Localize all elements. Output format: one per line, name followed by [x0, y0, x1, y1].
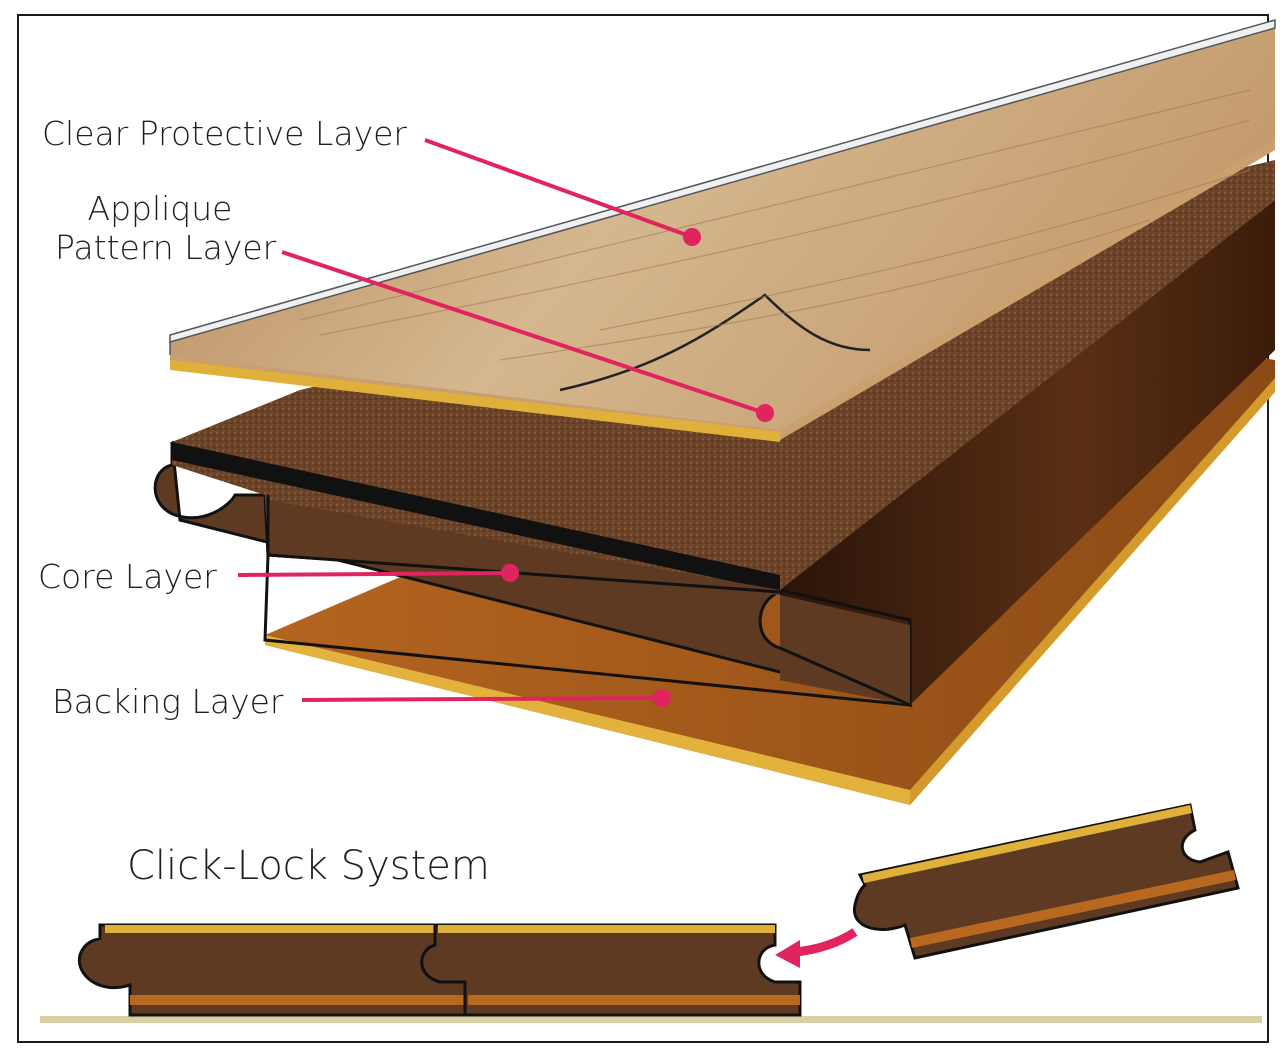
section-title-click-lock: Click-Lock System: [127, 843, 490, 889]
click-lock-plank-left: [77, 923, 467, 1017]
click-lock-plank-tilted: [853, 803, 1240, 960]
callout-dot-applique: [756, 404, 774, 422]
label-core-layer: Core Layer: [38, 557, 217, 596]
callout-dot-backing: [653, 689, 671, 707]
click-lock-arrow: [775, 928, 858, 968]
clear-protective-shape: [169, 19, 1276, 430]
click-lock-plank-middle: [420, 923, 802, 1017]
callout-dot-core: [501, 564, 519, 582]
floor-line: [40, 1016, 1262, 1023]
label-backing-layer: Backing Layer: [52, 682, 284, 721]
label-applique-line2: Pattern Layer: [55, 228, 277, 267]
label-applique-line1: Applique: [87, 189, 233, 228]
callout-dot-clear: [683, 228, 701, 246]
callout-lines: [237, 138, 774, 707]
label-clear-protective-layer: Clear Protective Layer: [42, 114, 407, 153]
